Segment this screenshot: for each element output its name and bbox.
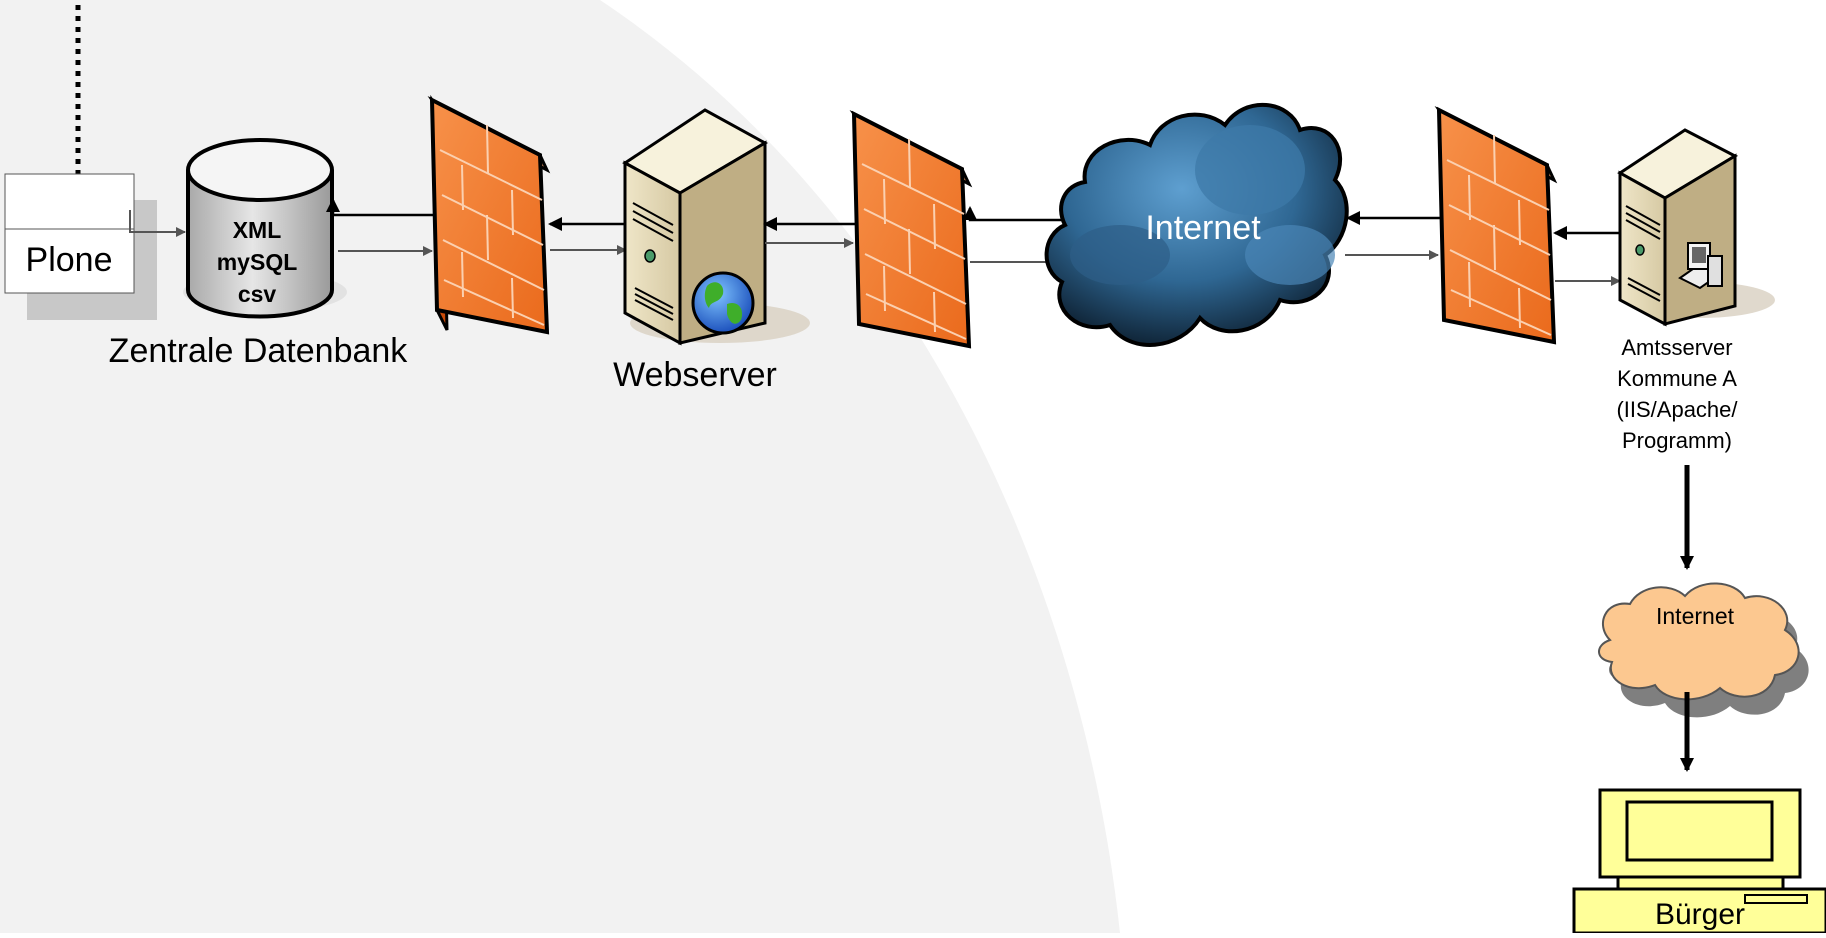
db-caption: Zentrale Datenbank [109, 332, 409, 370]
globe-icon [691, 271, 755, 335]
amtsserver-caption-line-2: Kommune A [1617, 366, 1737, 391]
database-icon [183, 138, 347, 319]
pc-icon [1678, 242, 1723, 290]
firewall-icon-2 [849, 110, 973, 349]
firewall-icon-1 [427, 94, 551, 335]
webserver-caption: Webserver [613, 356, 777, 394]
arrow-plone-db [129, 210, 186, 237]
amtsserver-caption-line-4: Programm) [1622, 428, 1732, 453]
db-line-csv: csv [238, 281, 277, 307]
webserver-icon [622, 108, 810, 346]
db-line-mysql: mySQL [217, 249, 298, 275]
amtsserver-caption-line-1: Amtsserver [1621, 335, 1732, 360]
internet-main-label: Internet [1145, 209, 1261, 247]
amtsserver-caption-line-3: (IIS/Apache/ [1616, 397, 1738, 422]
buerger-label: Bürger [1655, 898, 1745, 931]
internet-cloud-icon [1044, 102, 1349, 347]
plone-label: Plone [26, 241, 113, 279]
amtsserver-icon [1617, 128, 1775, 327]
computer-icon [1572, 788, 1826, 935]
arrow-fw1-db [326, 198, 433, 217]
background-shape [0, 0, 1120, 933]
internet-small-label: Internet [1656, 603, 1735, 629]
firewall-icon-3 [1434, 106, 1558, 345]
db-line-xml: XML [233, 217, 282, 243]
internet-small-cloud-icon [1598, 582, 1809, 718]
plone-box: Plone [4, 173, 157, 320]
arrow-internet-fw2 [963, 206, 1075, 222]
